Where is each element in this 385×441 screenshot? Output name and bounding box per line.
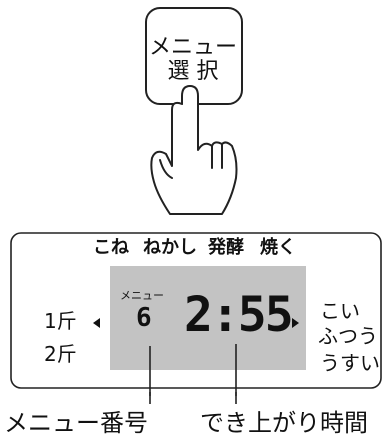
crust-normal: ふつう bbox=[318, 324, 378, 348]
left-arrow-icon bbox=[93, 318, 100, 328]
leader-extension bbox=[149, 392, 237, 404]
lcd-menu-label: メニュー bbox=[120, 289, 164, 302]
caption-menu-number: メニュー番号 bbox=[4, 409, 148, 437]
menu-button-label-line2[interactable]: 選 択 bbox=[167, 59, 219, 84]
caption-finish-time: でき上がり時間 bbox=[200, 409, 368, 437]
lcd-screen bbox=[110, 266, 306, 370]
display-panel bbox=[10, 232, 382, 396]
weight-1kin: 1斤 bbox=[44, 309, 77, 333]
crust-dark: こい bbox=[320, 299, 360, 323]
stage-hakko: 発酵 bbox=[208, 237, 244, 258]
crust-light: うすい bbox=[320, 351, 380, 375]
pointing-hand-icon bbox=[150, 85, 238, 215]
right-arrow-icon bbox=[292, 318, 299, 328]
weight-2kin: 2斤 bbox=[44, 342, 77, 366]
stage-nekashi: ねかし bbox=[143, 237, 197, 258]
button-illustration bbox=[145, 7, 243, 215]
lcd-menu-number: 6 bbox=[136, 303, 152, 333]
menu-button-label-line1[interactable]: メニュー bbox=[148, 35, 237, 60]
stage-yaku: 焼く bbox=[260, 237, 296, 258]
stage-kone: こね bbox=[93, 237, 129, 258]
lcd-finish-time: 2:55 bbox=[184, 287, 294, 343]
